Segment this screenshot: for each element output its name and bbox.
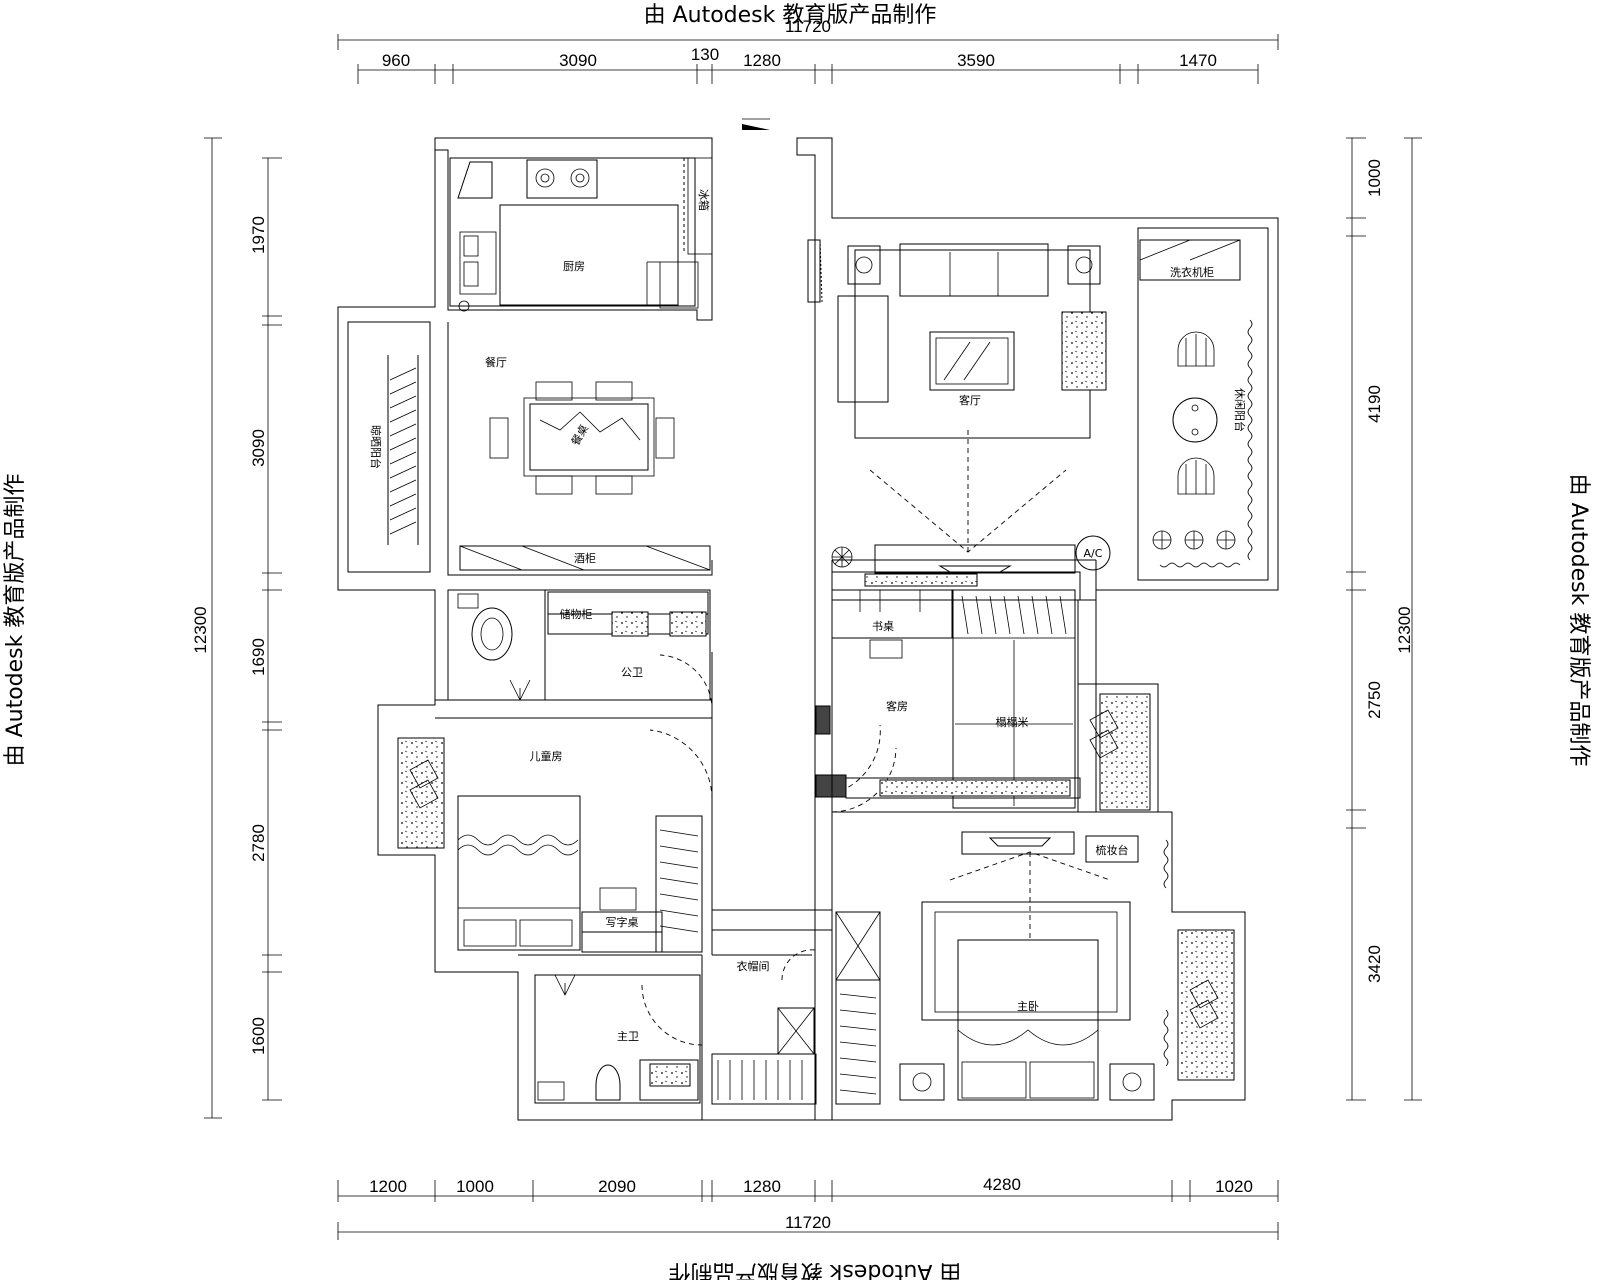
label-cloakroom: 衣帽间 bbox=[737, 959, 770, 973]
label-guest-room: 客房 bbox=[886, 699, 908, 713]
dim-top-3: 1280 bbox=[743, 51, 781, 70]
label-leisure-balcony: 休闲阳台 bbox=[1233, 388, 1247, 432]
dim-right-overall: 12300 bbox=[1395, 606, 1414, 653]
dimension-top: 11720 960 3090 130 1280 3590 1470 bbox=[337, 17, 1279, 84]
watermark-top: 由 Autodesk 教育版产品制作 bbox=[644, 3, 937, 28]
dim-bottom-3: 1280 bbox=[743, 1177, 781, 1196]
watermark-right: 由 Autodesk 教育版产品制作 bbox=[1566, 474, 1591, 767]
drying-balcony: 晾晒阳台 bbox=[347, 321, 431, 573]
dimension-right: 12300 1000 4190 2750 3420 bbox=[1346, 137, 1422, 1101]
dim-left-4: 1600 bbox=[249, 1017, 268, 1055]
exterior-walls bbox=[337, 137, 1279, 1121]
dimension-bottom: 1200 1000 2090 1280 4280 1020 11720 bbox=[337, 1175, 1279, 1240]
label-desk: 书桌 bbox=[872, 620, 894, 633]
cloakroom: 衣帽间 bbox=[711, 909, 833, 1105]
dim-bottom-0: 1200 bbox=[369, 1177, 407, 1196]
label-kitchen: 厨房 bbox=[563, 260, 585, 273]
public-bathroom: 储物柜 公卫 bbox=[447, 589, 713, 713]
label-children-room: 儿童房 bbox=[530, 749, 563, 763]
label-dining-table: 餐桌 bbox=[568, 422, 591, 448]
living-room: 客厅 A/C bbox=[807, 239, 1111, 574]
dim-right-2: 2750 bbox=[1365, 681, 1384, 719]
dim-right-3: 3420 bbox=[1365, 945, 1384, 983]
dim-top-5: 1470 bbox=[1179, 51, 1217, 70]
dim-top-4: 3590 bbox=[957, 51, 995, 70]
label-public-bath: 公卫 bbox=[621, 666, 643, 679]
dim-bottom-5: 1020 bbox=[1215, 1177, 1253, 1196]
kitchen: 厨房 冰箱 bbox=[449, 157, 713, 312]
dim-top-0: 960 bbox=[382, 51, 410, 70]
label-dining: 餐厅 bbox=[485, 355, 507, 369]
label-drying-balcony: 晾晒阳台 bbox=[369, 425, 383, 469]
dim-top-overall: 11720 bbox=[785, 17, 831, 36]
master-bathroom: 主卫 bbox=[534, 974, 703, 1104]
watermark-bottom: 由 Autodesk 教育版产品制作 bbox=[669, 1259, 962, 1280]
interior-walls bbox=[435, 559, 1172, 1120]
label-living: 客厅 bbox=[959, 393, 981, 407]
label-wine-cabinet: 酒柜 bbox=[574, 552, 596, 565]
entrance-marker-icon bbox=[742, 118, 770, 130]
flower-icons bbox=[1152, 530, 1236, 550]
label-master-bedroom: 主卧 bbox=[1017, 1000, 1039, 1013]
label-fridge: 冰箱 bbox=[697, 189, 711, 211]
dimension-left: 12300 1970 3090 1690 2780 1600 bbox=[191, 137, 282, 1119]
dim-bottom-2: 2090 bbox=[598, 1177, 636, 1196]
watermark-left: 由 Autodesk 教育版产品制作 bbox=[3, 474, 28, 767]
dim-left-1: 3090 bbox=[249, 429, 268, 467]
dim-top-2: 130 bbox=[691, 45, 719, 64]
label-ac: A/C bbox=[1084, 547, 1103, 560]
label-tatami: 榻榻米 bbox=[996, 715, 1029, 729]
plant-icon bbox=[831, 546, 853, 568]
dim-left-2: 1690 bbox=[249, 638, 268, 676]
dim-left-overall: 12300 bbox=[191, 606, 210, 653]
label-dresser: 梳妆台 bbox=[1096, 843, 1129, 857]
dim-left-3: 2780 bbox=[249, 824, 268, 862]
label-writing-desk: 写字桌 bbox=[606, 915, 639, 929]
dim-right-1: 4190 bbox=[1365, 385, 1384, 423]
label-washer-cabinet: 洗衣机柜 bbox=[1170, 265, 1214, 279]
leisure-balcony: 洗衣机柜 休闲阳台 bbox=[1139, 239, 1253, 568]
dim-bottom-4: 4280 bbox=[983, 1175, 1021, 1194]
guest-room: 书桌 客房 榻榻米 bbox=[815, 571, 1159, 813]
master-bedroom: 梳妆台 主卧 bbox=[835, 831, 1235, 1105]
children-room: 儿童房 写字桌 bbox=[397, 729, 713, 953]
label-storage-cabinet: 储物柜 bbox=[560, 607, 593, 621]
dim-bottom-1: 1000 bbox=[456, 1177, 494, 1196]
dim-bottom-overall: 11720 bbox=[785, 1213, 831, 1232]
dim-top-1: 3090 bbox=[559, 51, 597, 70]
label-master-bath: 主卫 bbox=[617, 1030, 639, 1043]
dining-room: 餐厅 餐桌 酒柜 bbox=[459, 355, 711, 571]
dim-left-0: 1970 bbox=[249, 216, 268, 254]
dim-right-0: 1000 bbox=[1365, 159, 1384, 197]
